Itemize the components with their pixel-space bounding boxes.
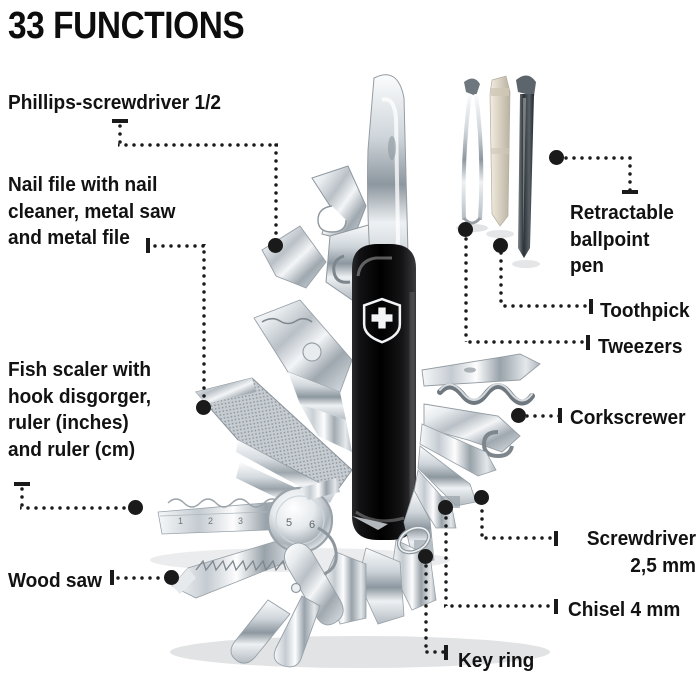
leader-corkscrewer-h <box>526 414 560 418</box>
svg-text:3: 3 <box>238 516 243 526</box>
leader-phillips-v2 <box>274 143 278 243</box>
leader-chisel-h <box>444 604 556 608</box>
label-wood-saw: Wood saw <box>8 569 102 592</box>
page-title: 33 FUNCTIONS <box>8 5 245 47</box>
leader-key-ring-h <box>424 650 446 654</box>
leader-cap-toothpick <box>589 299 593 314</box>
leader-screwdriver-h <box>480 536 556 540</box>
leader-ballpoint-v <box>628 156 632 192</box>
leader-cap-phillips <box>112 119 128 123</box>
svg-text:5: 5 <box>286 517 292 529</box>
svg-text:2: 2 <box>208 516 213 526</box>
label-chisel: Chisel 4 mm <box>568 598 681 621</box>
leader-node-nail-file <box>196 400 211 415</box>
label-fish-scaler: Fish scaler with hook disgorger, ruler (… <box>8 358 152 461</box>
svg-text:5: 5 <box>295 518 300 528</box>
leader-cap-chisel <box>554 599 558 614</box>
leader-phillips-h <box>118 143 278 147</box>
leader-toothpick-h <box>499 304 591 308</box>
svg-text:6: 6 <box>309 519 315 531</box>
leader-cap-ballpoint <box>622 190 638 194</box>
label-phillips-screwdriver: Phillips-screwdriver 1/2 <box>8 91 221 114</box>
svg-text:1: 1 <box>178 516 183 526</box>
label-corkscrewer: Corkscrewer <box>570 406 686 429</box>
leader-node-fish-scaler <box>128 500 143 515</box>
leader-node-toothpick <box>493 238 508 253</box>
leader-node-ballpoint <box>549 150 564 165</box>
leader-cap-screwdriver <box>554 531 558 546</box>
leader-nail-file-h1 <box>152 244 206 248</box>
leader-cap-corkscrewer <box>558 408 562 423</box>
leader-node-phillips <box>268 238 283 253</box>
label-screwdriver: Screwdriver 2,5 mm <box>586 527 696 577</box>
leader-phillips-v1 <box>118 123 122 145</box>
leader-node-corkscrewer <box>511 408 526 423</box>
leader-fish-scaler-h <box>20 506 132 510</box>
leader-cap-key-ring <box>444 645 448 660</box>
leader-cap-wood-saw <box>110 570 114 585</box>
leader-screwdriver-v <box>480 500 484 538</box>
leader-node-chisel <box>438 500 453 515</box>
leader-ballpoint-h <box>564 156 632 160</box>
leader-nail-file-v1 <box>202 244 206 404</box>
svg-text:4: 4 <box>268 516 273 526</box>
label-toothpick: Toothpick <box>600 299 690 322</box>
leader-cap-fish-scaler <box>14 482 30 486</box>
leader-node-key-ring <box>418 549 433 564</box>
leader-node-screwdriver <box>474 490 489 505</box>
leader-tweezers-h <box>464 340 588 344</box>
label-tweezers: Tweezers <box>598 335 683 358</box>
label-key-ring: Key ring <box>458 649 535 672</box>
leader-key-ring-v <box>424 560 428 652</box>
leader-cap-nail-file <box>146 238 150 253</box>
leader-cap-tweezers <box>586 335 590 350</box>
leader-wood-saw-h <box>116 576 168 580</box>
leader-toothpick-v <box>499 248 503 306</box>
label-ballpoint-pen: Retractable ballpoint pen <box>570 201 674 277</box>
leader-tweezers-v <box>464 232 468 342</box>
leader-node-wood-saw <box>164 570 179 585</box>
leader-node-tweezers <box>458 222 473 237</box>
leader-chisel-v <box>444 510 448 606</box>
label-nail-file: Nail file with nail cleaner, metal saw a… <box>8 173 176 249</box>
leader-fish-scaler-v <box>20 486 24 508</box>
